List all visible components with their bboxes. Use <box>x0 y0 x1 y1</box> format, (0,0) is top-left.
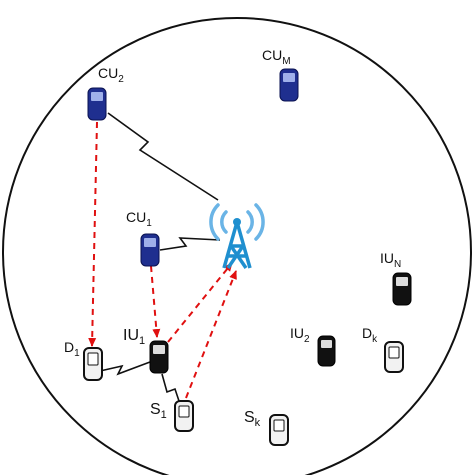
label-iu2: IU2 <box>290 325 310 345</box>
interference-arrows <box>88 121 237 399</box>
arrow-cu2-to-d1 <box>88 121 98 347</box>
phone-icon-sk <box>269 414 289 446</box>
label-s1: S1 <box>150 401 167 421</box>
link-cu2-bs <box>107 112 219 201</box>
phone-icon-cum <box>279 68 299 102</box>
phone-icon-dk <box>384 341 404 373</box>
label-d1: D1 <box>64 339 80 359</box>
phone-icon-d1 <box>83 347 103 381</box>
phone-icon-iu2 <box>317 335 336 367</box>
phone-icon-s1 <box>174 400 194 432</box>
label-cum: CUM <box>262 47 291 67</box>
arrow-s1-to-bs <box>185 270 237 399</box>
link-d1-iu1 <box>99 361 151 376</box>
arrow-iu1-to-bs <box>167 262 233 343</box>
link-s1-iu1 <box>161 373 181 405</box>
arrow-cu1-to-iu1 <box>150 265 161 338</box>
label-dk: Dk <box>362 325 378 345</box>
base-station-tower-icon <box>209 203 265 269</box>
cell-boundary <box>2 17 472 475</box>
phone-icon-cu1 <box>140 233 160 267</box>
phone-icon-iun <box>392 272 412 306</box>
phone-icon-iu1 <box>149 340 169 374</box>
phone-icon-cu2 <box>87 87 107 121</box>
label-cu2: CU2 <box>98 65 124 85</box>
link-cu1-bs <box>159 237 221 251</box>
label-cu1: CU1 <box>126 209 152 229</box>
label-iun: IUN <box>380 250 401 270</box>
label-sk: Sk <box>244 409 261 429</box>
label-iu1: IU1 <box>123 327 145 347</box>
